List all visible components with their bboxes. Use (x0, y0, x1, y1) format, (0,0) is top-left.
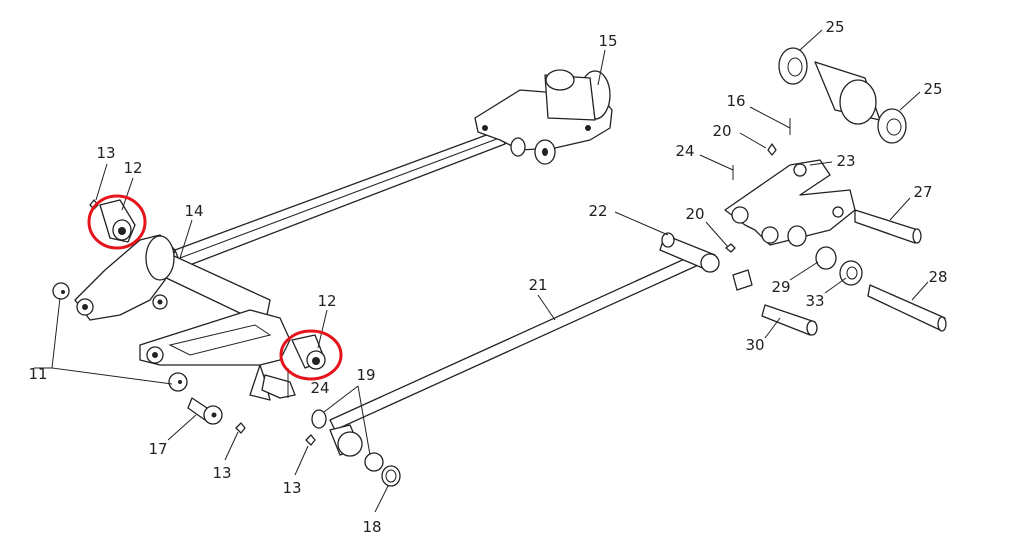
part-19-washer (364, 452, 384, 472)
part-spacer (732, 269, 753, 291)
callout-13: 13 (212, 464, 231, 482)
callout-13: 13 (282, 479, 301, 497)
callout-24: 24 (675, 142, 694, 160)
part-29-bushing (815, 246, 837, 270)
callout-16: 16 (726, 92, 745, 110)
callout-28: 28 (928, 268, 947, 286)
callout-25: 25 (825, 18, 844, 36)
callout-17: 17 (148, 440, 167, 458)
highlight-part-12-right (279, 329, 343, 381)
callout-25: 25 (923, 80, 942, 98)
callout-11: 11 (28, 365, 47, 383)
callout-23: 23 (836, 152, 855, 170)
callout-20: 20 (685, 205, 704, 223)
leader-lines (34, 29, 929, 513)
callout-27: 27 (913, 183, 932, 201)
part-18-washer (381, 465, 401, 487)
part-33-bushing (839, 260, 863, 286)
callout-33: 33 (805, 292, 824, 310)
part-21-rod (311, 232, 720, 457)
part-27-pin (854, 209, 922, 244)
callout-12: 12 (317, 292, 336, 310)
part-20-nipple-a (767, 143, 777, 156)
callout-22: 22 (588, 202, 607, 220)
part-15-bracket (474, 69, 613, 165)
part-20-nipple-b (725, 243, 736, 253)
part-13-nipple-c (305, 434, 316, 446)
callout-20: 20 (712, 122, 731, 140)
part-23-link (724, 159, 856, 247)
upper-rod (174, 129, 506, 269)
highlight-part-12-left (87, 194, 147, 250)
part-13-nipple-b (235, 422, 246, 434)
part-17-bolt (187, 397, 223, 425)
callout-24: 24 (310, 379, 329, 397)
part-14-swingarm (74, 199, 326, 401)
part-28-pin (867, 284, 947, 332)
part-11-hole-b (178, 380, 182, 384)
callout-14: 14 (184, 202, 203, 220)
callout-18: 18 (362, 518, 381, 536)
callout-29: 29 (771, 278, 790, 296)
callout-30: 30 (745, 336, 764, 354)
part-11-hole-a (61, 290, 65, 294)
callout-15: 15 (598, 32, 617, 50)
callout-13: 13 (96, 144, 115, 162)
callout-19: 19 (356, 366, 375, 384)
part-25-bearing-housing (778, 47, 907, 144)
part-33-bushing-inner (846, 266, 858, 280)
part-18-washer-inner (385, 469, 397, 483)
part-11-bushing-a (52, 282, 70, 300)
callout-12: 12 (123, 159, 142, 177)
part-30-pin (761, 304, 818, 336)
callout-21: 21 (528, 276, 547, 294)
callout-labels: 15 25 25 16 20 24 23 27 22 20 21 28 29 3… (28, 18, 947, 536)
